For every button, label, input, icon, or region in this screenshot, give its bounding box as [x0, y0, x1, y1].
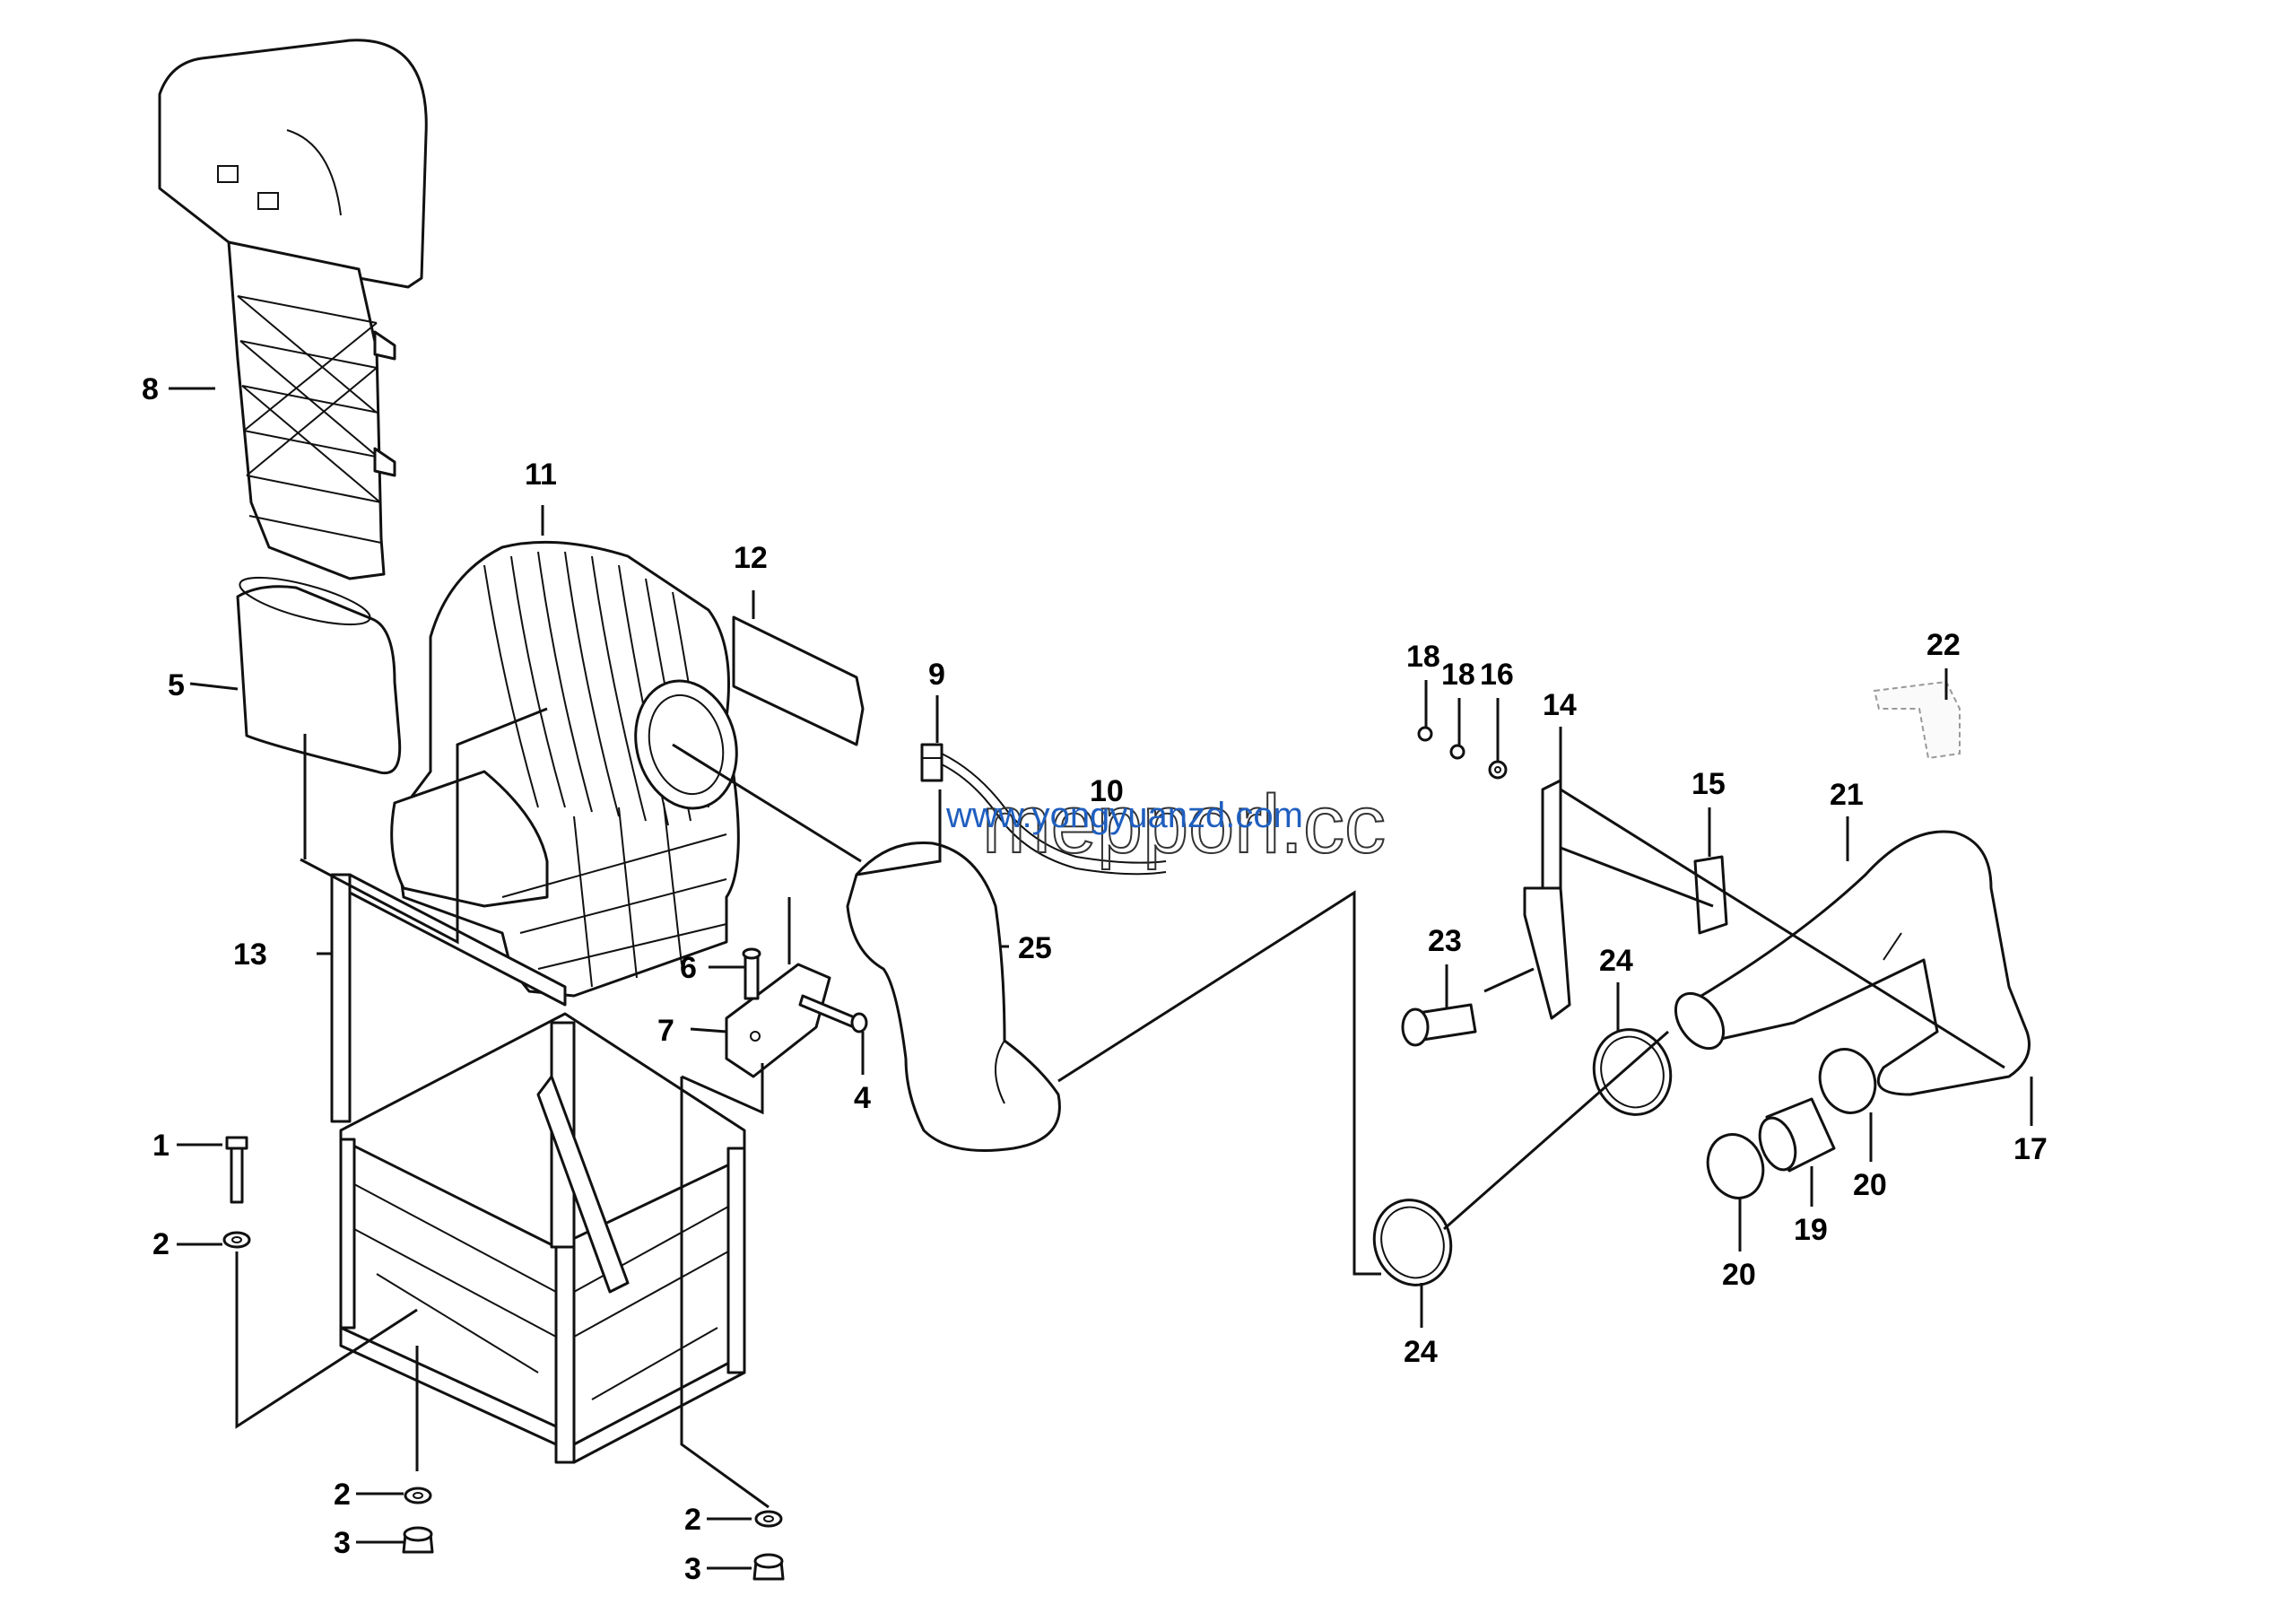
callout-21: 21	[1830, 778, 1864, 812]
watermark: mepporl.cc www.yongyuanzd.com	[945, 778, 1387, 871]
washer-part-2-b	[404, 1487, 432, 1504]
callout-16: 16	[1480, 658, 1514, 692]
clamp-part-15	[1693, 855, 1728, 935]
callout-18-b: 18	[1441, 658, 1475, 692]
callout-23: 23	[1428, 924, 1462, 958]
small-washer-part-18-b	[1449, 744, 1465, 760]
washer-part-2-a	[222, 1231, 251, 1249]
callout-20-b: 20	[1722, 1258, 1756, 1292]
callout-2-c: 2	[684, 1503, 701, 1537]
sensor-part-9	[920, 743, 944, 782]
callout-15: 15	[1692, 767, 1726, 801]
bolt-part-6	[742, 947, 761, 1000]
callout-1: 1	[152, 1129, 170, 1163]
callout-7: 7	[657, 1014, 674, 1048]
hose-part-10	[941, 753, 1167, 876]
callout-13: 13	[233, 937, 267, 972]
plate-part-12	[732, 615, 865, 746]
bolt-part-4	[798, 994, 868, 1033]
bolt-part-1	[225, 1136, 248, 1204]
coupling-part-19	[1758, 1097, 1836, 1173]
hose-clamp-part-20-a	[1818, 1048, 1877, 1114]
hose-clamp-part-20-b	[1706, 1133, 1765, 1199]
frame-part-13	[330, 873, 746, 1464]
small-washer-part-18-a	[1417, 726, 1433, 742]
leader-lines	[169, 387, 2033, 1570]
intake-hood-part-8	[158, 39, 428, 580]
pad-part-22	[1873, 680, 1961, 760]
callout-labels: 8 11 12 5 9 10 18 18 16 14 22 15 21 13 2…	[142, 372, 2048, 1586]
callout-24-b: 24	[1404, 1335, 1438, 1369]
callout-9: 9	[928, 658, 945, 692]
callout-2-b: 2	[334, 1478, 351, 1512]
callout-25: 25	[1018, 931, 1052, 965]
hose-clamp-part-24-a	[1592, 1028, 1673, 1116]
callout-18-a: 18	[1406, 640, 1440, 674]
hose-clamp-part-24-b	[1372, 1199, 1453, 1286]
bolt-part-23	[1401, 1003, 1477, 1047]
callout-3-b: 3	[684, 1552, 701, 1586]
callout-10: 10	[1090, 774, 1124, 808]
sleeve-part-5	[236, 576, 402, 774]
nut-part-3-b	[752, 1553, 785, 1581]
bracket-part-7	[725, 963, 831, 1078]
washer-part-2-c	[754, 1510, 783, 1528]
callout-24-a: 24	[1599, 944, 1633, 978]
callout-8: 8	[142, 372, 159, 406]
callout-20-a: 20	[1853, 1168, 1887, 1202]
callout-3-a: 3	[334, 1526, 351, 1560]
washer-part-16	[1488, 760, 1508, 780]
watermark-brand: mepporl.cc	[982, 779, 1386, 870]
watermark-url: www.yongyuanzd.com	[945, 796, 1303, 835]
callout-11: 11	[525, 458, 557, 492]
callout-4: 4	[854, 1081, 871, 1115]
callout-12: 12	[734, 541, 768, 575]
air-cleaner-part-11	[390, 540, 740, 998]
callout-2-a: 2	[152, 1227, 170, 1261]
callout-17: 17	[2013, 1132, 2048, 1166]
callout-14: 14	[1543, 688, 1577, 722]
bracket-part-14	[1523, 779, 1571, 1020]
callout-19: 19	[1794, 1213, 1828, 1247]
nut-part-3-a	[402, 1526, 434, 1554]
elbow-hose-part-25	[846, 841, 1061, 1152]
callout-6: 6	[680, 951, 697, 985]
callout-5: 5	[168, 668, 185, 702]
callout-22: 22	[1926, 628, 1961, 662]
